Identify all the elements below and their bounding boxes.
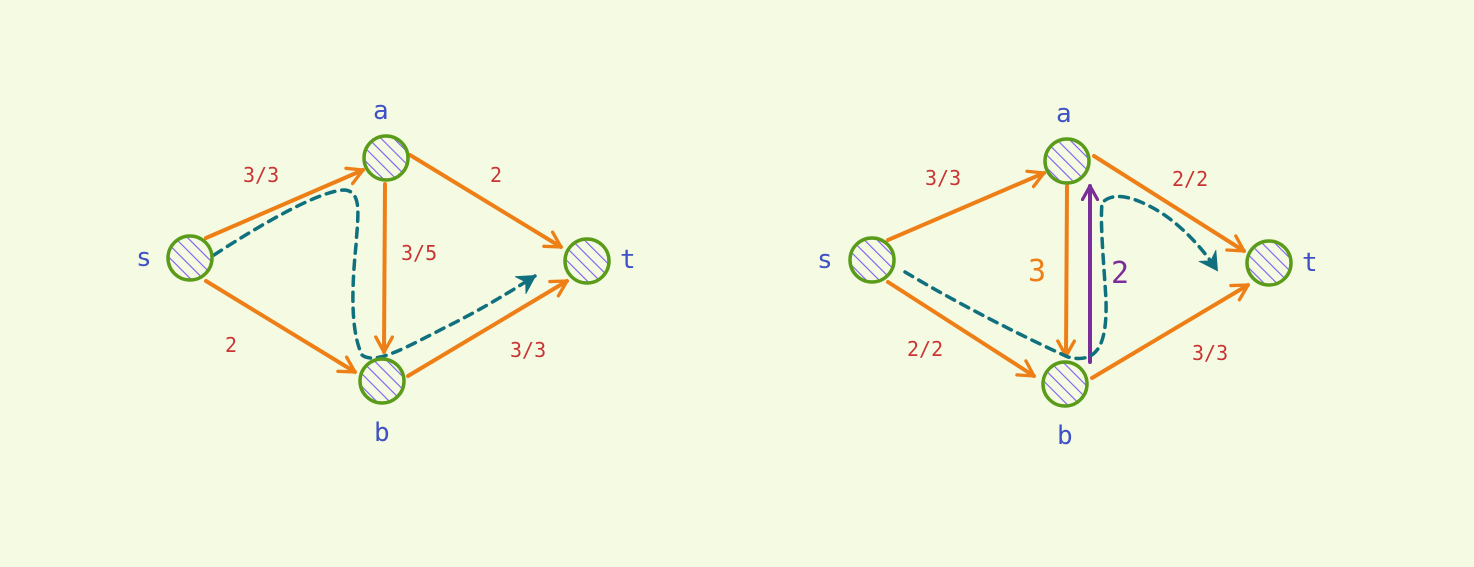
right-node-s (848, 236, 896, 284)
right-edge-a-t (1092, 154, 1246, 253)
left-edge-s-b-label: 2 (225, 333, 237, 357)
right-augmenting-path (903, 194, 1219, 361)
left-edge-s-a-label: 3/3 (243, 163, 279, 187)
right-residual-b-a-label: 2 (1111, 256, 1129, 291)
left-edge-a-b-label: 3/5 (401, 241, 437, 265)
right-edge-a-b (1056, 184, 1077, 358)
left-node-a-label: a (373, 96, 389, 126)
left-node-b (358, 357, 406, 405)
left-edge-s-a (204, 166, 365, 240)
right-node-t-label: t (1302, 248, 1318, 278)
left-edge-a-b (374, 182, 395, 354)
right-node-a (1043, 137, 1091, 185)
left-augmenting-path (212, 188, 537, 360)
left-edge-s-b (204, 279, 357, 374)
left-edge-a-t (408, 153, 563, 249)
left-edge-a-t-label: 2 (490, 163, 502, 187)
right-edge-s-a-label: 3/3 (925, 166, 961, 190)
left-edges (204, 153, 569, 378)
right-edges (886, 154, 1250, 380)
right-node-b-label: b (1057, 421, 1073, 451)
right-node-a-label: a (1056, 99, 1072, 129)
right-node-s-label: s (817, 245, 833, 275)
left-edge-b-t (406, 279, 569, 378)
left-node-a (362, 134, 410, 182)
right-edge-s-b-label: 2/2 (907, 337, 943, 361)
left-node-t (563, 237, 611, 285)
right-edge-s-b (886, 280, 1036, 378)
right-edge-b-t (1090, 283, 1250, 380)
left-graph: s a b t 3/3 2 3/5 2 3/3 (136, 96, 636, 448)
right-edge-s-a (886, 169, 1046, 242)
left-node-s (166, 234, 214, 282)
left-node-s-label: s (136, 243, 152, 273)
left-edge-b-t-label: 3/3 (510, 338, 546, 362)
right-node-b (1041, 360, 1089, 408)
right-edge-a-t-label: 2/2 (1172, 167, 1208, 191)
left-node-b-label: b (374, 418, 390, 448)
right-edge-b-t-label: 3/3 (1192, 341, 1228, 365)
right-node-t (1245, 239, 1293, 287)
right-graph: s a b t 3/3 2/2 2/2 3/3 3 2 (817, 99, 1318, 451)
right-edge-a-b-flow-label: 3 (1028, 254, 1046, 289)
left-node-t-label: t (620, 245, 636, 275)
